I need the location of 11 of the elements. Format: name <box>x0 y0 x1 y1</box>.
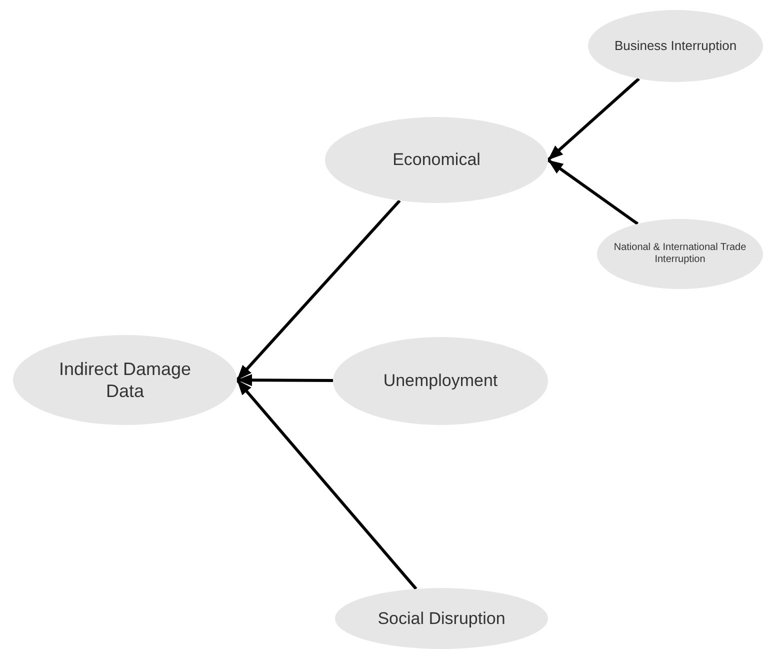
node-label: Unemployment <box>383 370 498 392</box>
arrow <box>547 158 639 226</box>
arrow <box>236 200 401 381</box>
node-label: Business Interruption <box>614 38 737 54</box>
arrow <box>236 379 418 590</box>
arrow <box>237 374 334 386</box>
node-label: Indirect Damage Data <box>58 358 192 402</box>
node-label: National & International Trade Interruption <box>612 242 748 266</box>
node-label: Social Disruption <box>378 608 506 630</box>
arrow <box>547 78 640 162</box>
node-label: Economical <box>392 149 480 171</box>
